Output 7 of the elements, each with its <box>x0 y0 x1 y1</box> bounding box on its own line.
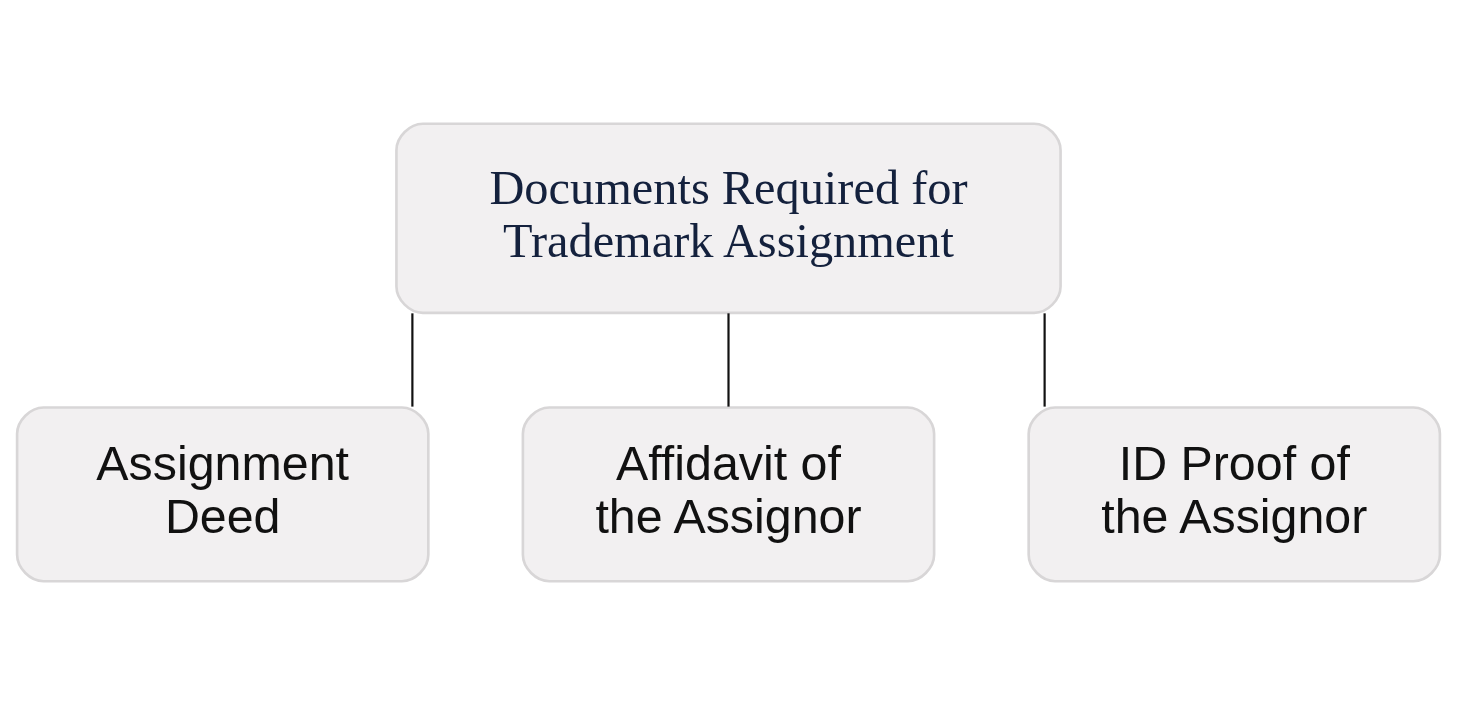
node-box: ID Proof of the Assignor <box>1027 405 1442 583</box>
connector <box>411 312 414 407</box>
node-box: Documents Required for Trademark Assignment <box>395 122 1062 314</box>
connector <box>727 312 730 407</box>
node-box: Affidavit of the Assignor <box>521 405 936 583</box>
connector <box>1043 312 1046 407</box>
node-box: Assignment Deed <box>15 405 430 583</box>
